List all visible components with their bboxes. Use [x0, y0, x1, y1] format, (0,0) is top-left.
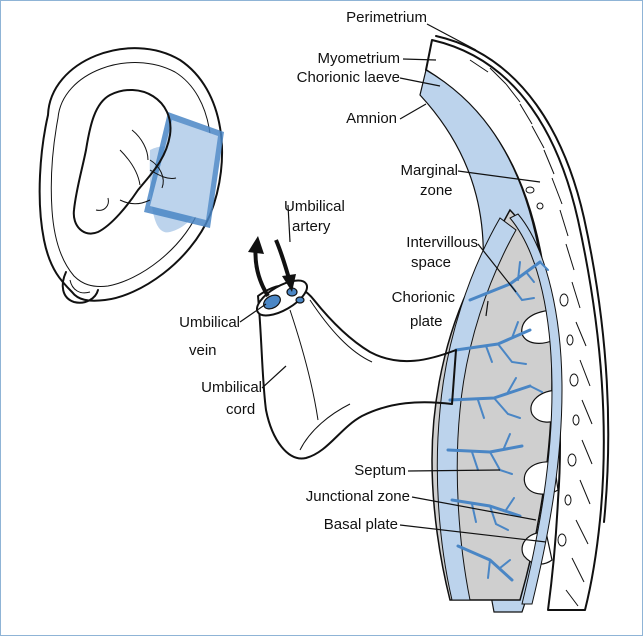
label-intervillous: Intervillous: [406, 234, 478, 251]
label-umbilical-artery-2: artery: [292, 218, 331, 235]
label-junctional-zone: Junctional zone: [306, 488, 410, 505]
label-umbilical-cord-2: cord: [226, 401, 255, 418]
uterus-with-fetus-icon: [40, 48, 224, 303]
label-umbilical-cord-1: Umbilical: [201, 379, 262, 396]
label-septum: Septum: [354, 462, 406, 479]
label-plate: plate: [410, 313, 443, 330]
label-umbilical-vein-2: vein: [189, 342, 217, 359]
label-umbilical-vein-1: Umbilical: [179, 314, 240, 331]
label-basal-plate: Basal plate: [324, 516, 398, 533]
label-chorionic-laeve: Chorionic laeve: [297, 69, 400, 86]
label-marginal: Marginal: [400, 162, 458, 179]
label-space: space: [411, 254, 451, 271]
label-myometrium: Myometrium: [317, 50, 400, 67]
label-umbilical-artery-1: Umbilical: [284, 198, 345, 215]
label-perimetrium: Perimetrium: [346, 9, 427, 26]
label-amnion: Amnion: [346, 110, 397, 127]
label-zone: zone: [420, 182, 453, 199]
label-chorionic: Chorionic: [392, 289, 456, 306]
